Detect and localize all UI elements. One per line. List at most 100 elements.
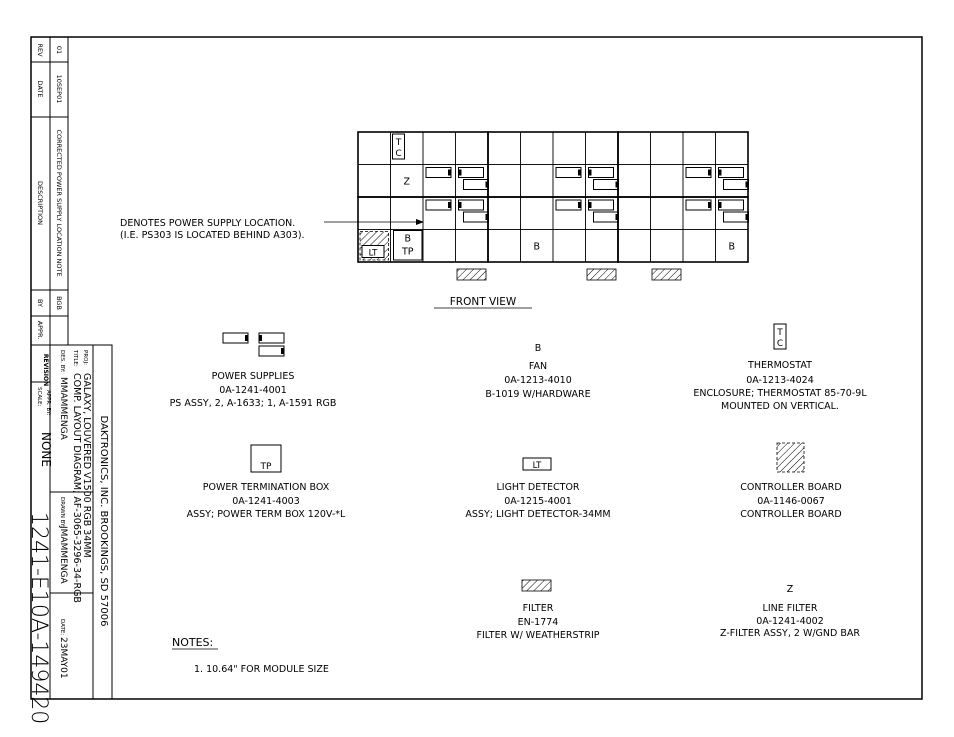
power-supply-marker [555, 199, 582, 211]
date-header: DATE [36, 81, 44, 98]
line-filter-part: 0A-1241-4002 [756, 616, 824, 627]
fan-desc: B-1019 W/HARDWARE [485, 389, 590, 400]
grid-cell [552, 131, 586, 165]
line-filter-name: LINE FILTER [763, 603, 818, 614]
proj-label: PROJ: [82, 350, 88, 365]
grid-cell [682, 229, 716, 263]
grid-cell [422, 131, 456, 165]
title-block: DAKTRONICS, INC. BROOKINGS, SD 57006 PRO… [26, 344, 113, 724]
grid-cell [715, 131, 749, 165]
power-supplies-part: 0A-1241-4001 [219, 385, 287, 396]
svg-text:LT: LT [533, 461, 543, 471]
grid-cell [682, 131, 716, 165]
grid-cell [650, 164, 684, 198]
thermostat-icon: T C [773, 323, 787, 350]
scale-text: NONE [39, 432, 53, 467]
filter-swatch-3 [651, 268, 682, 281]
thermostat-name: THERMOSTAT [747, 360, 812, 371]
light-detector-icon: LT [522, 457, 552, 471]
controller-board-desc: CONTROLLER BOARD [740, 509, 841, 520]
power-supplies-name: POWER SUPPLIES [212, 371, 295, 382]
front-view-title: FRONT VIEW [450, 296, 517, 308]
thermostat-marker [392, 133, 405, 160]
revision-label: REVISION [42, 354, 49, 386]
thermostat-desc2: MOUNTED ON VERTICAL. [721, 401, 839, 412]
power-supply-marker [593, 179, 619, 190]
by-value: BGB [55, 296, 63, 310]
revision-block: REV DATE DESCRIPTION BY APPR. 01 10SEP01… [30, 36, 69, 386]
thermostat-t-label: T [395, 138, 402, 148]
power-termination-box-name: POWER TERMINATION BOX [203, 482, 330, 493]
svg-text:C: C [777, 339, 783, 349]
fan-name: FAN [529, 361, 547, 372]
grid-cell [487, 229, 521, 263]
grid-cell [520, 131, 554, 165]
filter-desc: FILTER W/ WEATHERSTRIP [477, 630, 600, 641]
grid-cell [617, 164, 651, 198]
power-termination-box-part: 0A-1241-4003 [232, 496, 300, 507]
callout-line-1: DENOTES POWER SUPPLY LOCATION. [120, 218, 295, 229]
line-filter-icon: Z [787, 584, 794, 595]
filter-swatch-1 [456, 268, 487, 281]
power-supply-marker [555, 167, 582, 178]
thermostat-desc: ENCLOSURE; THERMOSTAT 85-70-9L [693, 388, 867, 399]
power-termination-box-icon: TP [250, 444, 282, 473]
notes-title: NOTES: [172, 636, 213, 649]
power-supply-marker [685, 167, 712, 178]
power-supply-marker [718, 199, 744, 211]
power-supply-marker [458, 199, 484, 211]
light-detector-marker [361, 245, 385, 258]
grid-cell [487, 196, 521, 230]
power-termination-box-label: TP [401, 247, 414, 258]
light-detector-label: LT [369, 249, 379, 259]
date-text: 23MAY01 [58, 637, 68, 679]
by-header: BY [36, 299, 44, 307]
notes: NOTES: 1. 10.64" FOR MODULE SIZE [172, 636, 329, 675]
grid-cell [585, 229, 619, 263]
power-supply-callout: DENOTES POWER SUPPLY LOCATION. (I.E. PS3… [120, 218, 424, 241]
appr-label: APPR. BY: [45, 390, 51, 416]
filter-swatch-2 [586, 268, 617, 281]
des-label: DES. BY: [59, 350, 65, 373]
module-outline [617, 196, 749, 263]
fan-icon: B [535, 343, 542, 354]
power-supply-marker [463, 211, 489, 223]
power-supply-marker [425, 167, 452, 178]
controller-board-icon [776, 442, 805, 473]
power-supply-marker [588, 167, 614, 178]
date-label: DATE: [59, 619, 65, 635]
filter-part: EN-1774 [518, 617, 559, 628]
drawn-text: JMAMMENGA [58, 525, 68, 584]
power-supply-marker [718, 167, 744, 178]
power-supply-marker [685, 199, 712, 211]
svg-text:TP: TP [260, 462, 272, 472]
grid-cell [617, 131, 651, 165]
scale-label: SCALE: [36, 387, 42, 407]
callout-line-2: (I.E. PS303 IS LOCATED BEHIND A303). [120, 230, 305, 241]
power-termination-box-desc: ASSY; POWER TERM BOX 120V-*L [187, 509, 346, 520]
drawing-number: 1241-E10A-149420 [26, 512, 51, 724]
controller-board-name: CONTROLLER BOARD [740, 482, 841, 493]
grid-cell [455, 131, 489, 165]
fan-marker: B [404, 234, 411, 245]
thermostat-c-label: C [395, 149, 401, 159]
filter-icon [521, 579, 552, 592]
grid-cell [650, 196, 684, 230]
power-termination-box-marker [393, 230, 423, 261]
filter-name: FILTER [523, 603, 554, 614]
description-header: DESCRIPTION [36, 181, 44, 225]
grid-cell [390, 196, 424, 230]
grid-cell [617, 196, 651, 230]
power-supply-marker [458, 167, 484, 178]
grid-cell [487, 164, 521, 198]
fan-part: 0A-1213-4010 [504, 375, 572, 386]
grid-cell [422, 229, 456, 263]
grid-cell [520, 196, 554, 230]
grid-cell [650, 131, 684, 165]
line-filter-desc: Z-FILTER ASSY, 2 W/GND BAR [720, 628, 860, 639]
thermostat-part: 0A-1213-4024 [746, 375, 814, 386]
grid-cell [552, 229, 586, 263]
controller-board-part: 0A-1146-0067 [757, 496, 825, 507]
light-detector-part: 0A-1215-4001 [504, 496, 572, 507]
